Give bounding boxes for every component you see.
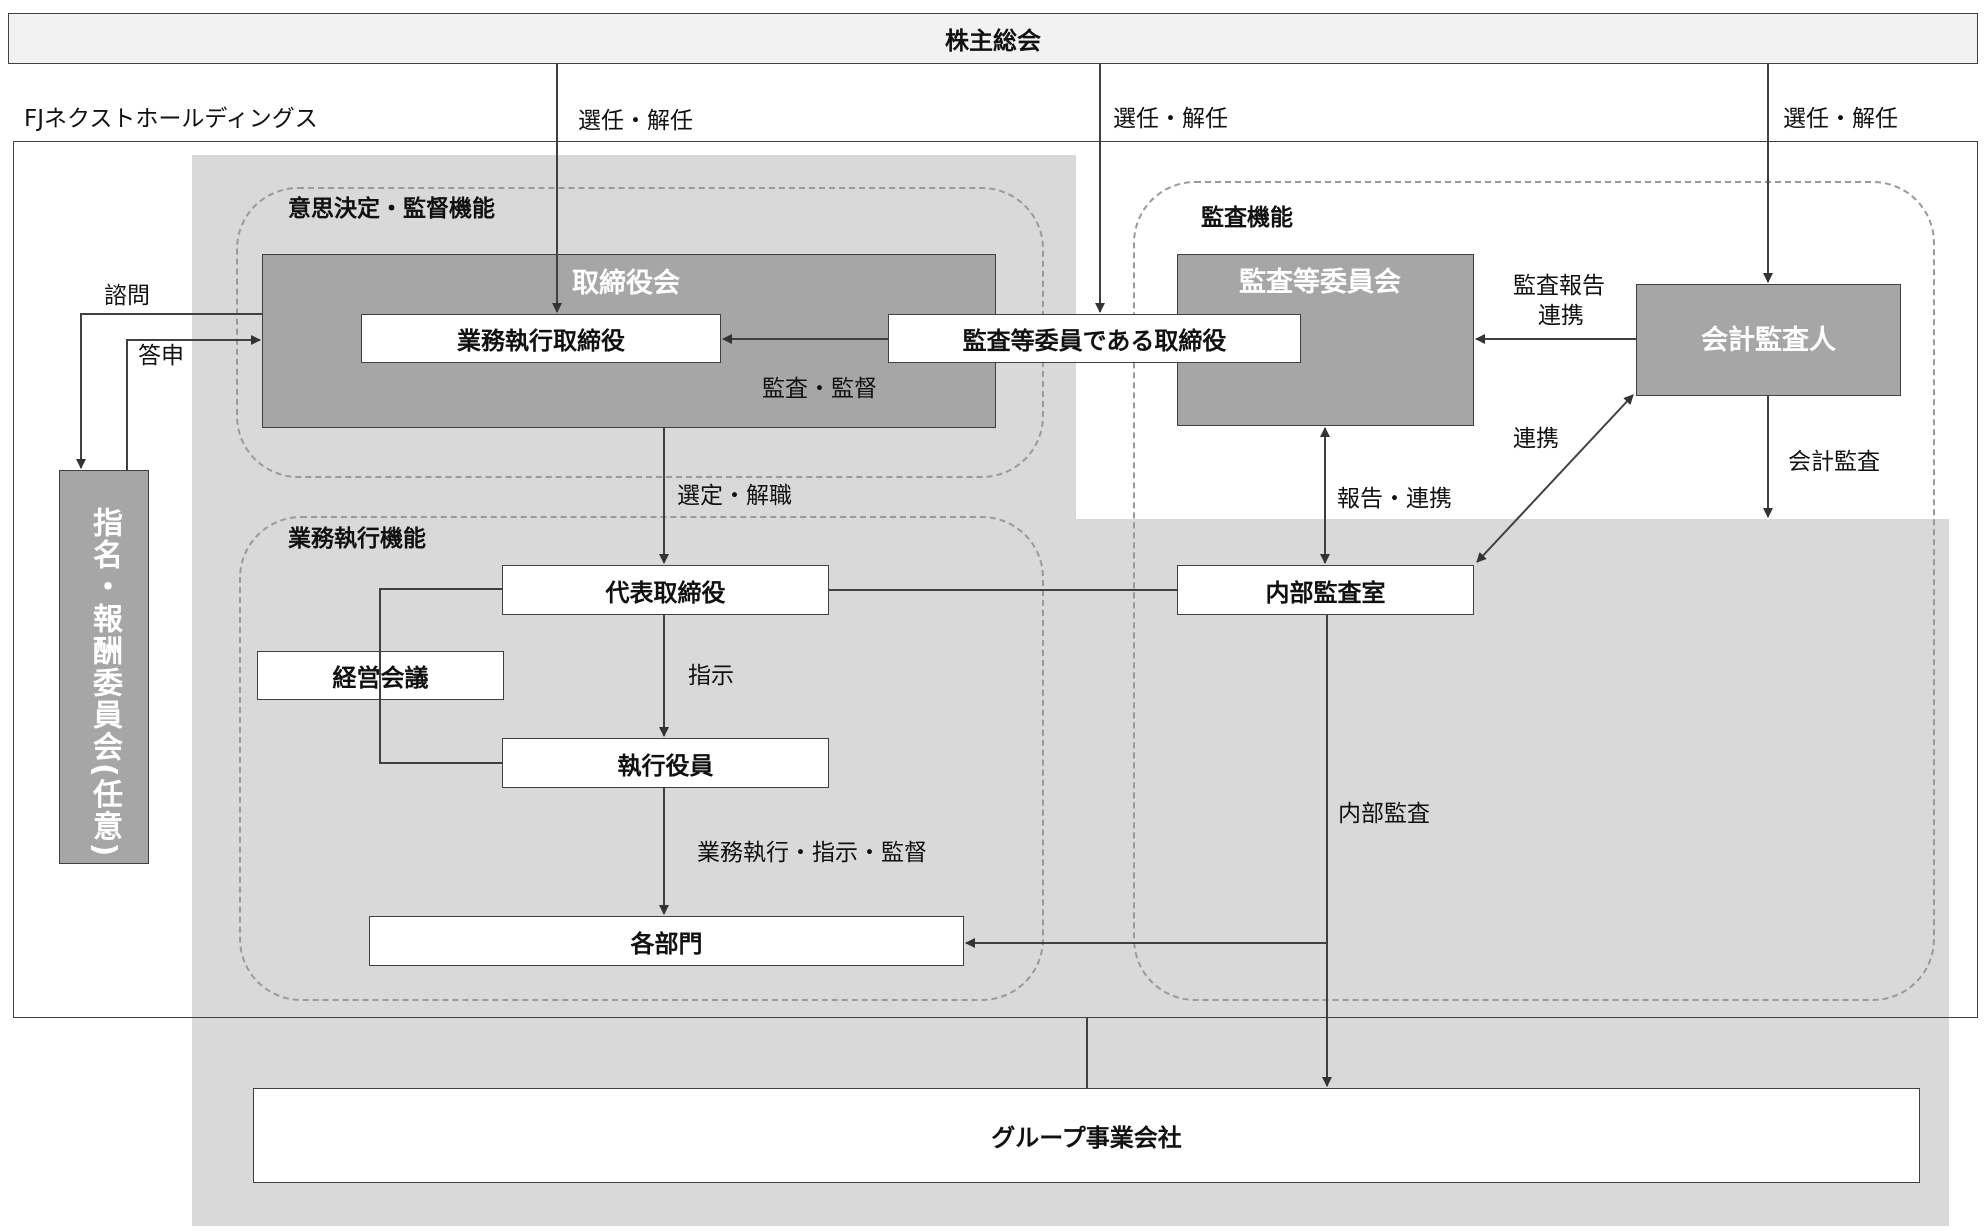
execution-section-title: 業務執行機能 bbox=[288, 526, 426, 552]
audit-report-label: 監査報告 bbox=[1513, 273, 1605, 299]
execution-group bbox=[239, 516, 1044, 1001]
board-of-directors-title: 取締役会 bbox=[572, 268, 680, 299]
accounting-audit-label: 会計監査 bbox=[1788, 449, 1880, 475]
audit-directors-label: 監査等委員である取締役 bbox=[962, 327, 1227, 355]
executive-directors-box: 業務執行取締役 bbox=[361, 314, 721, 363]
cooperation-arrow bbox=[1476, 394, 1634, 563]
shareholders-meeting-label: 株主総会 bbox=[945, 27, 1041, 55]
cooperation-label-2: 連携 bbox=[1513, 426, 1559, 452]
decision-section-title: 意思決定・監督機能 bbox=[288, 196, 495, 222]
internal-audit-to-departments bbox=[965, 615, 1328, 948]
group-companies-label: グループ事業会社 bbox=[991, 1124, 1182, 1152]
instruct-label: 指示 bbox=[688, 663, 734, 689]
company-frame bbox=[13, 141, 1978, 1018]
report-cooperate-label: 報告・連携 bbox=[1337, 486, 1452, 512]
exec-instruct-supervise-label: 業務執行・指示・監督 bbox=[697, 840, 927, 866]
consult-arrow bbox=[76, 313, 262, 469]
internal-audit-office-label: 内部監査室 bbox=[1265, 578, 1386, 607]
executive-officers-label: 執行役員 bbox=[617, 751, 714, 780]
audit-section-title: 監査機能 bbox=[1201, 205, 1293, 231]
report-arrow bbox=[126, 335, 261, 470]
nomination-committee-box: 指名・報酬委員会(任意) bbox=[59, 470, 149, 864]
company-name: FJネクストホールディングス bbox=[24, 106, 318, 132]
departments-label: 各部門 bbox=[630, 929, 703, 958]
report-label: 答申 bbox=[138, 343, 184, 369]
audit-committee-title: 監査等委員会 bbox=[1239, 267, 1401, 298]
accounting-auditor-box: 会計監査人 bbox=[1636, 284, 1901, 396]
elect-label-2: 選任・解任 bbox=[1113, 106, 1228, 132]
cooperation-label-1: 連携 bbox=[1538, 303, 1584, 329]
departments-box: 各部門 bbox=[369, 916, 964, 966]
elect-label-1: 選任・解任 bbox=[578, 108, 693, 134]
shareholders-meeting-box: 株主総会 bbox=[8, 13, 1978, 64]
executive-officers-box: 執行役員 bbox=[502, 738, 829, 788]
group-companies-box: グループ事業会社 bbox=[253, 1088, 1920, 1183]
ceo-label: 代表取締役 bbox=[605, 578, 726, 607]
nomination-committee-title: 指名・報酬委員会(任意) bbox=[87, 507, 122, 859]
internal-audit-office-box: 内部監査室 bbox=[1177, 565, 1474, 615]
internal-audit-label: 内部監査 bbox=[1338, 801, 1430, 827]
executive-directors-label: 業務執行取締役 bbox=[457, 327, 625, 355]
elect-label-3: 選任・解任 bbox=[1783, 106, 1898, 132]
consult-label: 諮問 bbox=[104, 283, 150, 309]
accounting-auditor-title: 会計監査人 bbox=[1701, 324, 1836, 356]
management-bracket bbox=[379, 588, 502, 764]
audit-directors-box: 監査等委員である取締役 bbox=[888, 314, 1301, 363]
audit-supervise-label: 監査・監督 bbox=[762, 376, 877, 402]
appoint-dismiss-label: 選定・解職 bbox=[677, 483, 792, 509]
ceo-box: 代表取締役 bbox=[502, 565, 829, 615]
